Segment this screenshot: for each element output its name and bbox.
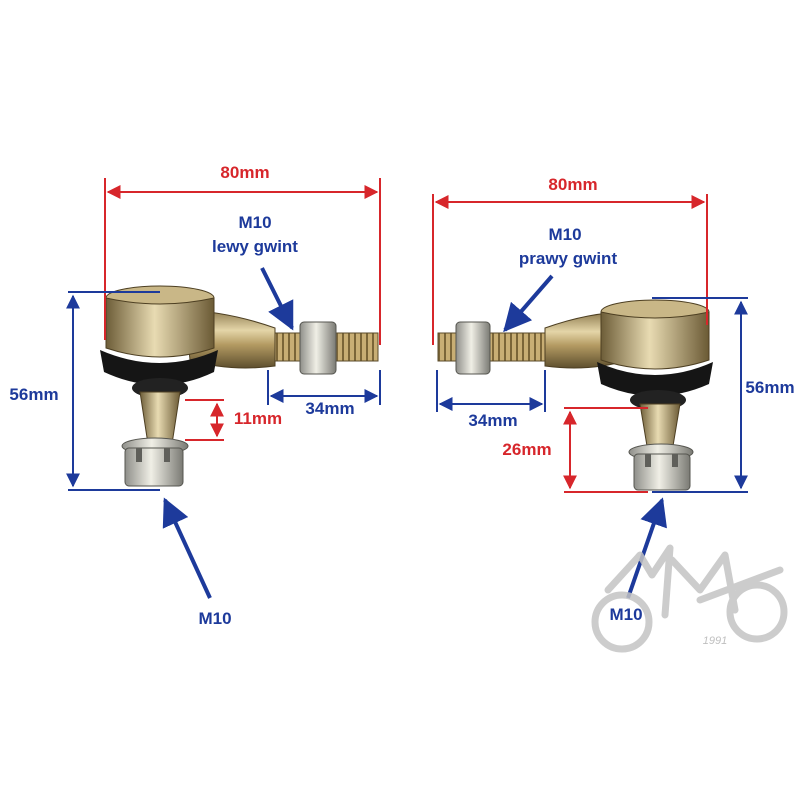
right-bottom-arrow — [626, 497, 667, 599]
right-length-label: 80mm — [548, 175, 597, 194]
left-thread-length-label: 34mm — [305, 399, 354, 418]
logo-year: 1991 — [703, 635, 727, 647]
left-height-label: 56mm — [9, 385, 58, 404]
left-nut-slot-1 — [136, 448, 142, 462]
left-castle-nut — [124, 447, 184, 487]
left-ball-stud — [139, 391, 181, 445]
right-thread-label-line2: prawy gwint — [519, 249, 618, 268]
logo-swoosh — [604, 544, 784, 619]
right-nut-slot-1 — [645, 454, 651, 467]
brand-logo: 1991 — [591, 544, 788, 653]
right-height-label: 56mm — [745, 378, 794, 397]
left-jam-nut — [299, 321, 337, 375]
right-housing — [600, 311, 710, 370]
right-dimensions: 80mm M10 prawy gwint 56mm 26mm 34mm M10 — [432, 175, 795, 624]
left-thread-label-line1: M10 — [238, 213, 271, 232]
left-bottom-thread-label: M10 — [198, 609, 231, 628]
left-thread-label-line2: lewy gwint — [212, 237, 298, 256]
left-length-label: 80mm — [220, 163, 269, 182]
left-bottom-arrow — [162, 497, 212, 599]
left-nut-slot-2 — [164, 448, 170, 462]
right-threaded-shaft — [437, 332, 551, 362]
right-bottom-thread-label: M10 — [609, 605, 642, 624]
right-thread-label-line1: M10 — [548, 225, 581, 244]
right-thread-length-label: 34mm — [468, 411, 517, 430]
left-tie-rod-end — [100, 285, 379, 487]
left-housing — [105, 297, 215, 358]
left-stud-label: 11mm — [234, 409, 282, 428]
left-rubber-boot — [100, 350, 218, 385]
right-stud-label: 26mm — [502, 440, 551, 459]
right-rubber-boot — [597, 362, 713, 396]
right-thread-arrow — [503, 274, 554, 333]
left-thread-arrow — [260, 267, 294, 331]
right-nut-slot-2 — [672, 454, 678, 467]
logo-wheel-left — [591, 591, 653, 653]
left-dimensions: 80mm M10 lewy gwint 56mm 11mm 34mm M10 — [9, 163, 381, 628]
right-castle-nut — [633, 453, 691, 491]
right-jam-nut — [455, 321, 491, 375]
right-tie-rod-end — [437, 299, 713, 491]
logo-wheel-right — [726, 581, 788, 643]
